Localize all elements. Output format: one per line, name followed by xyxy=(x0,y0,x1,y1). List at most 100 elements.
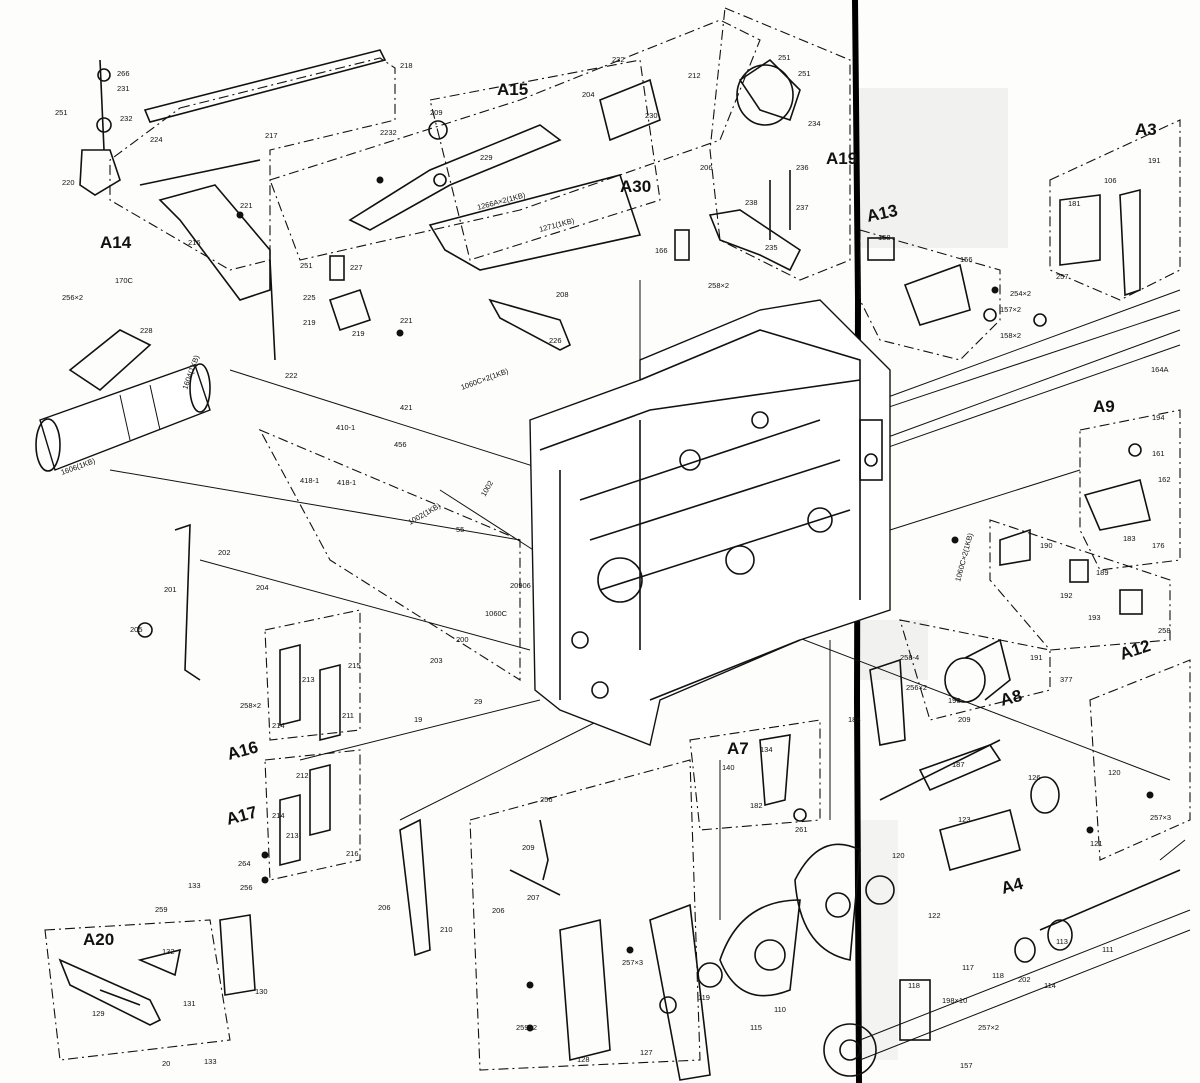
part-callout: 257 xyxy=(1056,272,1069,281)
part-callout: 259×2 xyxy=(516,1023,537,1032)
part-callout: 210 xyxy=(440,925,453,934)
part-callout: 216 xyxy=(188,238,201,247)
part-callout: 235 xyxy=(765,243,778,252)
part-callout: 113 xyxy=(1056,937,1068,946)
part-callout: 182 xyxy=(750,801,763,810)
part-callout: 130 xyxy=(255,987,268,996)
part-callout: 166 xyxy=(655,246,668,255)
part-callout: 1002(1KB) xyxy=(407,501,443,527)
part-callout: 224 xyxy=(150,135,163,144)
part-callout: 204 xyxy=(582,90,595,99)
part-callout: 216 xyxy=(346,849,359,858)
part-callout: 202 xyxy=(1018,975,1031,984)
part-callout: 194 xyxy=(1152,413,1165,422)
part-callout: 140 xyxy=(722,763,735,772)
part-callout: 55 xyxy=(456,525,464,534)
part-callout: 212 xyxy=(688,71,701,80)
part-callout: 256×2 xyxy=(62,293,83,302)
part-callout: 121 xyxy=(1090,839,1103,848)
part-callout: 161 xyxy=(1152,449,1165,458)
part-callout: 158×2 xyxy=(1000,331,1021,340)
part-callout: 258-4 xyxy=(900,653,919,662)
part-callout: 115 xyxy=(750,1023,762,1032)
part-callout: 254×2 xyxy=(1010,289,1031,298)
part-callout: 120 xyxy=(1108,768,1121,777)
part-callout: 212 xyxy=(296,771,309,780)
part-callout: 127 xyxy=(640,1048,653,1057)
part-callout: 131 xyxy=(183,999,196,1008)
part-callout: 192 xyxy=(1060,591,1073,600)
part-callout: 119 xyxy=(698,993,710,1002)
part-callout: 181 xyxy=(1068,199,1081,208)
part-callout: 134 xyxy=(760,745,773,754)
part-callout: 157 xyxy=(960,1061,973,1070)
part-callout: 234 xyxy=(808,119,821,128)
part-callout: 231 xyxy=(117,84,130,93)
section-label-a7: A7 xyxy=(727,739,749,758)
section-label-a4: A4 xyxy=(999,874,1025,898)
part-callout: 126 xyxy=(1028,773,1041,782)
part-callout: 1060C xyxy=(485,609,508,618)
part-callout: 251 xyxy=(300,261,313,270)
section-outlines xyxy=(44,7,1191,1071)
part-callout: 123 xyxy=(958,815,971,824)
part-callout: 1002 xyxy=(479,479,495,498)
part-callout: 1271(1KB) xyxy=(538,216,575,234)
part-callout: 209 xyxy=(430,108,443,117)
main-chassis xyxy=(529,299,891,746)
part-callout: 206 xyxy=(700,163,713,172)
part-callout: 157×2 xyxy=(1000,305,1021,314)
part-callout: 257×2 xyxy=(978,1023,999,1032)
part-callout: 222 xyxy=(285,371,298,380)
part-callout: 205 xyxy=(130,625,143,634)
part-callout: 256 xyxy=(240,883,253,892)
part-callout: 377 xyxy=(1060,675,1073,684)
part-callout: 209 xyxy=(958,715,971,724)
part-callout: 228 xyxy=(140,326,153,335)
part-callout: 206 xyxy=(378,903,391,912)
part-callout: 219 xyxy=(352,329,365,338)
part-callout: 110 xyxy=(774,1005,786,1014)
part-callout: 226 xyxy=(549,336,562,345)
section-label-a3: A3 xyxy=(1135,120,1157,139)
part-callout: 191 xyxy=(1030,653,1043,662)
parts-drawings xyxy=(35,49,1181,1081)
part-callout: 106 xyxy=(1104,176,1117,185)
part-callout: 202 xyxy=(218,548,231,557)
part-callout: 421 xyxy=(400,403,413,412)
part-callout: 133 xyxy=(204,1057,217,1066)
part-callout: 218 xyxy=(400,61,413,70)
part-callout: 257×3 xyxy=(1150,813,1171,822)
part-callout: 266 xyxy=(117,69,130,78)
part-callout: 29 xyxy=(474,697,482,706)
part-callout: 129 xyxy=(92,1009,105,1018)
scan-shading xyxy=(858,88,1008,1060)
part-callout: 251 xyxy=(778,53,791,62)
part-callout: 261 xyxy=(795,825,808,834)
part-callout: 227 xyxy=(350,263,363,272)
part-callout: 132 xyxy=(162,947,175,956)
part-callout: 410-1 xyxy=(336,423,355,432)
section-label-a12: A12 xyxy=(1117,636,1153,664)
part-callout: 258 xyxy=(1158,626,1171,635)
part-callout: 203 xyxy=(430,656,443,665)
part-callout: 1060C×2(1KB) xyxy=(460,366,510,392)
part-callout: 213 xyxy=(302,675,315,684)
part-callout: 219 xyxy=(303,318,316,327)
part-callout: 259 xyxy=(155,905,168,914)
part-callout: 209 xyxy=(522,843,535,852)
part-callout: 122 xyxy=(928,911,941,920)
part-callout: 200 xyxy=(456,635,469,644)
part-callout: 214 xyxy=(272,811,285,820)
part-callout: 221 xyxy=(240,201,253,210)
section-label-a16: A16 xyxy=(225,737,260,763)
part-callout: 118 xyxy=(908,981,920,990)
part-callout: 211 xyxy=(342,711,354,720)
part-callout: 264 xyxy=(238,859,251,868)
part-callout: 232 xyxy=(612,55,625,64)
section-label-a14: A14 xyxy=(100,233,132,252)
part-callout: 190 xyxy=(1040,541,1053,550)
part-callout: 114 xyxy=(1044,981,1056,990)
